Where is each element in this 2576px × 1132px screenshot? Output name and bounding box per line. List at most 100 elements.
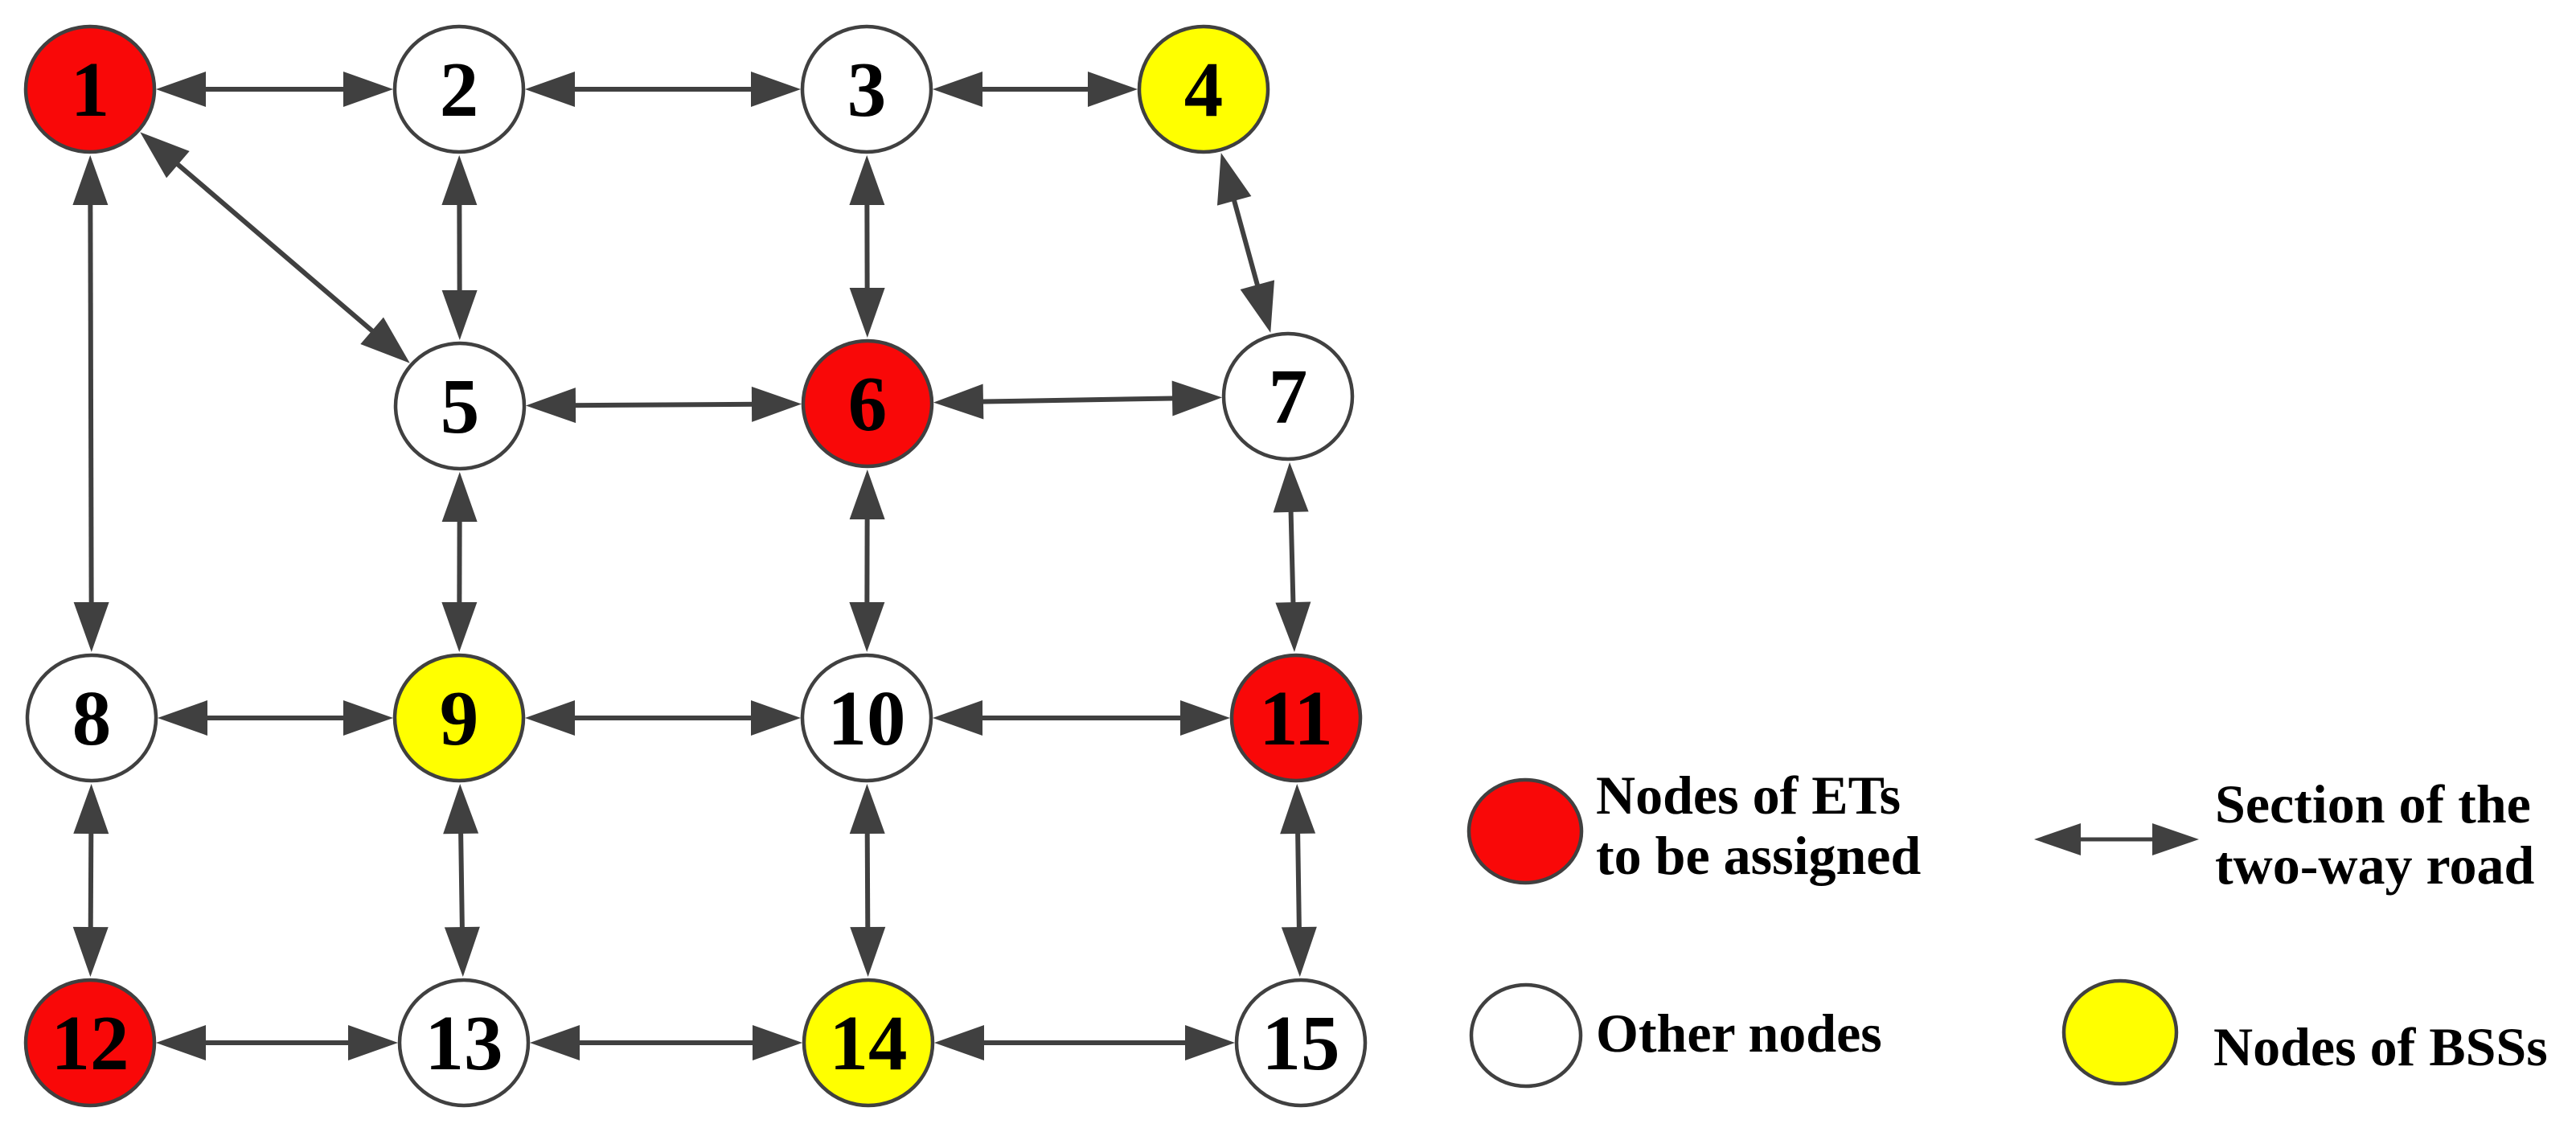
node-circle-9 <box>392 653 526 783</box>
road-section-6-10 <box>849 469 885 653</box>
arrowhead-into-node-6 <box>849 287 885 338</box>
node-label-2: 2 <box>440 47 479 133</box>
node-15-other: 15 <box>1234 978 1368 1108</box>
arrowhead-into-node-5 <box>525 388 576 424</box>
arrowhead-into-node-14 <box>753 1025 802 1060</box>
arrowhead-into-node-9 <box>525 700 575 736</box>
road-section-8-9 <box>158 700 393 736</box>
node-circle-15 <box>1234 978 1368 1108</box>
node-label-1: 1 <box>71 47 110 133</box>
legend-label-bss-line1: Nodes of BSSs <box>2213 1016 2548 1077</box>
arrowhead-into-node-15 <box>1185 1025 1235 1060</box>
node-circle-1 <box>23 24 157 154</box>
roads-layer <box>72 72 1317 1060</box>
legend-label-road-line1: Section of the <box>2215 773 2531 835</box>
road-section-1-8 <box>72 154 109 653</box>
node-1-et: 1 <box>23 24 157 154</box>
arrowhead-into-node-6 <box>849 469 885 520</box>
arrowhead-into-node-14 <box>850 926 886 978</box>
arrowhead-into-node-9 <box>443 783 479 835</box>
arrowhead-into-node-15 <box>1281 926 1317 978</box>
node-13-other: 13 <box>397 978 531 1108</box>
arrowhead-into-node-12 <box>156 1025 206 1060</box>
arrowhead-into-node-5 <box>441 471 478 523</box>
node-label-13: 13 <box>425 1000 503 1086</box>
arrowhead-into-node-8 <box>73 601 109 653</box>
arrowhead-into-node-7 <box>1273 461 1309 513</box>
road-line <box>976 396 1179 404</box>
road-section-5-9 <box>441 471 478 653</box>
legend-et-ellipse-icon <box>1466 777 1584 885</box>
road-section-1-2 <box>156 72 393 107</box>
node-11-et: 11 <box>1229 653 1363 783</box>
node-label-7: 7 <box>1269 354 1308 440</box>
road-section-14-15 <box>934 1025 1235 1060</box>
road-section-2-5 <box>441 154 478 341</box>
node-label-14: 14 <box>830 1000 908 1086</box>
arrowhead-into-node-8 <box>158 700 207 736</box>
arrowhead-into-node-13 <box>348 1025 398 1060</box>
arrowhead-into-node-6 <box>933 383 984 420</box>
arrowhead-into-node-2 <box>343 72 393 107</box>
node-circle-6 <box>801 338 934 469</box>
node-9-bss: 9 <box>392 653 526 783</box>
node-8-other: 8 <box>25 653 158 783</box>
arrowhead-into-node-7 <box>1240 280 1275 333</box>
node-14-bss: 14 <box>802 978 935 1108</box>
road-section-6-7 <box>933 380 1223 420</box>
arrowhead-into-node-11 <box>1280 783 1316 835</box>
node-circle-2 <box>392 24 526 154</box>
legend-label-road-line2: two-way road <box>2215 835 2534 896</box>
node-circle-14 <box>802 978 935 1108</box>
node-label-15: 15 <box>1262 1000 1340 1086</box>
road-line <box>458 826 465 934</box>
legend-other-ellipse-icon <box>1469 982 1583 1089</box>
arrowhead-into-node-12 <box>72 926 109 978</box>
arrowhead-into-node-8 <box>73 783 109 835</box>
node-label-9: 9 <box>440 675 479 761</box>
node-circle-11 <box>1229 653 1363 783</box>
arrowhead-into-node-13 <box>444 926 480 978</box>
arrowhead-into-node-1 <box>72 154 109 206</box>
node-7-other: 7 <box>1221 331 1355 461</box>
node-label-6: 6 <box>848 361 888 447</box>
node-circle-8 <box>25 653 158 783</box>
arrowhead-into-node-9 <box>343 700 393 736</box>
arrowhead-into-node-14 <box>934 1025 984 1060</box>
arrowhead-into-node-6 <box>751 386 802 422</box>
node-4-bss: 4 <box>1137 24 1270 154</box>
arrowhead-into-node-10 <box>849 783 885 835</box>
node-12-et: 12 <box>23 978 157 1108</box>
road-section-10-11 <box>933 700 1230 736</box>
road-section-11-15 <box>1280 783 1317 978</box>
node-label-12: 12 <box>51 1000 129 1086</box>
node-circle-4 <box>1137 24 1270 154</box>
node-circle-12 <box>23 978 157 1108</box>
legend-item-bss: Nodes of BSSs <box>2061 978 2548 1086</box>
road-section-9-10 <box>525 700 801 736</box>
arrowhead-into-node-10 <box>933 700 982 736</box>
node-5-other: 5 <box>393 341 527 471</box>
node-label-3: 3 <box>847 47 887 133</box>
node-2-other: 2 <box>392 24 526 154</box>
arrowhead-into-node-11 <box>1275 601 1311 653</box>
legend-label-other-line1: Other nodes <box>1596 1003 1882 1064</box>
arrowhead-into-node-9 <box>441 601 478 653</box>
arrowhead-into-node-11 <box>1180 700 1230 736</box>
road-section-13-14 <box>530 1025 802 1060</box>
node-3-other: 3 <box>800 24 933 154</box>
road-section-9-13 <box>443 783 480 978</box>
arrowhead-into-node-3 <box>849 154 885 206</box>
arrowhead-into-node-4 <box>1088 72 1138 107</box>
node-10-other: 10 <box>800 653 933 783</box>
node-circle-5 <box>393 341 527 471</box>
arrowhead-into-node-3 <box>751 72 801 107</box>
legend-label-et-line2: to be assigned <box>1596 825 1921 886</box>
road-section-3-6 <box>849 154 885 338</box>
road-section-8-12 <box>72 783 109 978</box>
